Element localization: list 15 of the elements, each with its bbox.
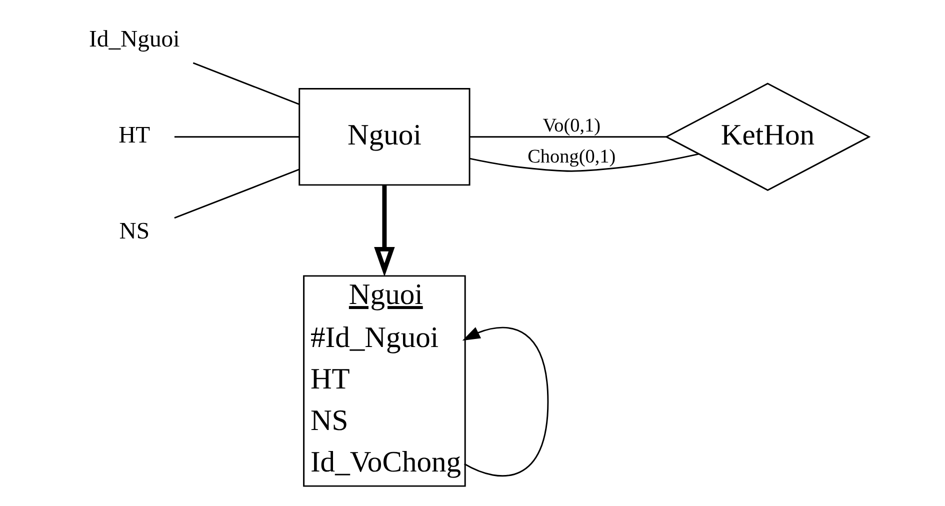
node-text: NS bbox=[119, 218, 150, 245]
connector bbox=[470, 153, 699, 172]
node-box: Nguoi #Id_Nguoi HT NS Id_VoChong bbox=[303, 275, 466, 487]
node-text: HT bbox=[118, 122, 150, 148]
edge-label: Chong(0,1) bbox=[528, 146, 616, 168]
node-text: Id_Nguoi bbox=[89, 26, 180, 52]
connector bbox=[192, 62, 300, 105]
arrow bbox=[462, 326, 549, 476]
connector bbox=[174, 168, 300, 219]
connector bbox=[470, 136, 666, 138]
edge-label: Vo(0,1) bbox=[542, 116, 601, 137]
arrow bbox=[374, 185, 395, 277]
connector bbox=[174, 136, 300, 138]
node-diamond: KetHon bbox=[664, 82, 871, 191]
node-box: Nguoi bbox=[298, 88, 470, 186]
